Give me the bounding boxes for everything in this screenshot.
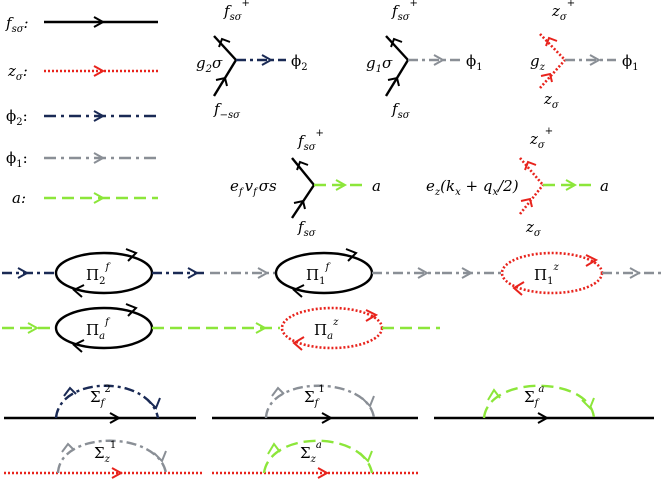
legend-phi1-label: ϕ1:	[6, 149, 28, 170]
vertex1-coupling: g2σ	[196, 54, 223, 75]
self-energy3-label: Σfa	[524, 384, 544, 409]
bubble5-label: Πaz	[314, 317, 339, 342]
legend-f-label: fsσ:	[5, 14, 29, 35]
vertex2-coupling: g1σ	[366, 54, 393, 75]
vertex-phi1: fsσ+ g1σ fsσ ϕ1	[366, 0, 483, 121]
bubble3-label: Π1z	[534, 262, 559, 287]
vertex1-bottom-label: f−sσ	[213, 100, 241, 121]
legend-phi2-arrow	[93, 110, 106, 122]
vertex4-bottom-label: fsσ	[297, 218, 317, 239]
vertex5-top-label: zσ+	[529, 126, 553, 151]
vertex5-field: a	[600, 177, 609, 195]
vertex5-coupling: ez(kx + qx/2)	[426, 177, 519, 198]
self-energy-sigma-f-1: Σf1	[212, 384, 418, 424]
vertex2-bottom-label: fsσ	[391, 100, 411, 121]
bubble-pi2-f: Π2f	[2, 248, 206, 298]
legend-z-arrow	[93, 65, 106, 77]
vertex1-top-label: fsσ+	[223, 0, 250, 23]
vertex-z-phi1: zσ+ gz zσ ϕ1	[530, 0, 639, 111]
bubble2-label: Π1f	[306, 262, 331, 287]
legend-a-label: a:	[12, 189, 26, 207]
self-energy2-label: Σf1	[304, 384, 325, 409]
vertex-phi2: fsσ+ g2σ f−sσ ϕ2	[196, 0, 308, 121]
vertex3-top-label: zσ+	[551, 0, 575, 23]
self-energy5-label: Σza	[300, 440, 322, 465]
self-energy-sigma-f-2: Σf2	[4, 384, 196, 424]
bubble1-label: Π2f	[86, 262, 111, 287]
bubble4-label: Πaf	[86, 317, 111, 342]
bubble-pia-z: Πaz	[280, 306, 440, 351]
vertex-a-z: zσ+ ez(kx + qx/2) zσ a	[426, 126, 609, 239]
vertex4-field: a	[372, 177, 381, 195]
bubble-pi1-z: Π1z	[442, 251, 662, 296]
vertex3-field: ϕ1	[622, 52, 639, 73]
legend-a-arrow	[93, 192, 106, 204]
legend-phi2-label: ϕ2:	[6, 107, 28, 128]
bubble-pia-f: Πaf	[2, 303, 280, 353]
self-energy-sigma-z-a: Σza	[212, 439, 418, 479]
self-energy-sigma-f-a: Σfa	[434, 384, 654, 424]
vertex3-bottom-label: zσ	[543, 90, 560, 111]
legend-z-label: zσ:	[7, 62, 28, 83]
vertex3-coupling: gz	[530, 52, 546, 73]
vertex2-field: ϕ1	[466, 52, 483, 73]
self-energy4-label: Σz1	[94, 440, 116, 465]
self-energy-sigma-z-1: Σz1	[4, 439, 204, 479]
self-energy1-label: Σf2	[90, 384, 111, 409]
legend-phi1-arrow	[93, 152, 106, 164]
vertex2-top-label: fsσ+	[391, 0, 418, 23]
bubble-pi1-f: Π1f	[210, 248, 440, 298]
vertex4-top-label: fsσ+	[297, 128, 324, 153]
legend: fsσ: zσ: ϕ2: ϕ1: a:	[5, 14, 158, 207]
vertex5-bottom-label: zσ	[525, 218, 542, 239]
legend-fermion-arrow	[93, 16, 106, 28]
vertex1-field: ϕ2	[291, 52, 308, 73]
